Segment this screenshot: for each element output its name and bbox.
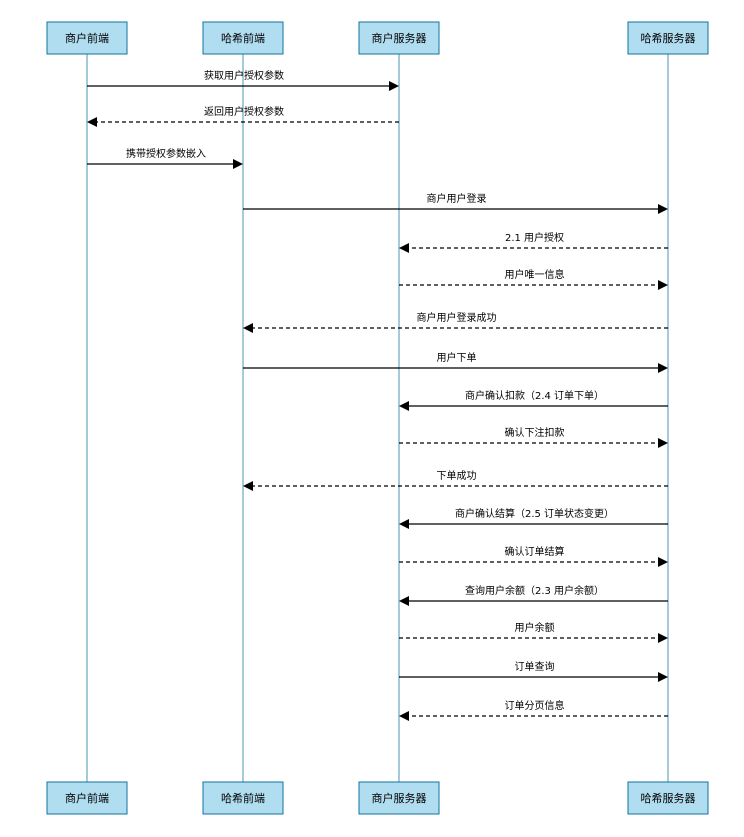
message-10: 确认下注扣款	[399, 426, 668, 448]
message-label: 携带授权参数嵌入	[126, 147, 206, 160]
actor-label: 哈希服务器	[641, 791, 696, 805]
arrowhead-icon	[399, 519, 409, 529]
actor-label: 哈希服务器	[641, 31, 696, 45]
message-11: 下单成功	[243, 470, 668, 491]
message-label: 确认下注扣款	[505, 426, 565, 439]
actor-label: 商户服务器	[372, 791, 427, 805]
actor-merchant-server-top: 商户服务器	[358, 21, 440, 55]
message-16: 订单查询	[399, 660, 668, 682]
actor-label: 商户前端	[65, 791, 109, 805]
arrowhead-icon	[658, 633, 668, 643]
actor-haxi-server-bottom: 哈希服务器	[627, 781, 709, 815]
message-label: 查询用户余额（2.3 用户余额）	[465, 584, 604, 597]
arrowhead-icon	[658, 280, 668, 290]
arrowhead-icon	[399, 711, 409, 721]
arrowhead-icon	[658, 557, 668, 567]
message-label: 商户确认扣款（2.4 订单下单）	[465, 389, 604, 402]
actor-box	[46, 21, 128, 55]
actor-label: 哈希前端	[221, 791, 265, 805]
actor-box	[202, 781, 284, 815]
message-label: 2.1 用户授权	[505, 231, 564, 244]
actor-box	[627, 781, 709, 815]
message-17: 订单分页信息	[399, 699, 668, 721]
message-label: 订单分页信息	[505, 699, 565, 712]
message-label: 商户确认结算（2.5 订单状态变更）	[455, 507, 614, 520]
lifelines	[86, 54, 669, 782]
actor-label: 商户服务器	[372, 31, 427, 45]
message-3: 携带授权参数嵌入	[87, 147, 243, 169]
message-14: 查询用户余额（2.3 用户余额）	[399, 584, 668, 606]
actor-box	[202, 21, 284, 55]
arrowhead-icon	[233, 159, 243, 169]
arrowhead-icon	[658, 672, 668, 682]
message-4: 商户用户登录	[243, 192, 668, 214]
message-8: 用户下单	[243, 351, 668, 373]
message-label: 用户唯一信息	[505, 268, 565, 281]
message-label: 下单成功	[437, 470, 477, 482]
actor-label: 商户前端	[65, 31, 109, 45]
actor-box	[358, 781, 440, 815]
actor-haxi-frontend-top: 哈希前端	[202, 21, 284, 55]
message-2: 返回用户授权参数	[87, 105, 399, 127]
arrowhead-icon	[87, 117, 97, 127]
arrowhead-icon	[658, 438, 668, 448]
message-label: 用户下单	[437, 351, 477, 364]
arrowhead-icon	[389, 81, 399, 91]
arrowhead-icon	[658, 363, 668, 373]
message-label: 确认订单结算	[505, 545, 565, 558]
arrowhead-icon	[399, 401, 409, 411]
arrowhead-icon	[243, 481, 253, 491]
actor-label: 哈希前端	[221, 31, 265, 45]
arrowhead-icon	[243, 323, 253, 333]
message-13: 确认订单结算	[399, 545, 668, 567]
actor-haxi-server-top: 哈希服务器	[627, 21, 709, 55]
message-12: 商户确认结算（2.5 订单状态变更）	[399, 507, 668, 529]
message-label: 用户余额	[515, 621, 555, 634]
message-9: 商户确认扣款（2.4 订单下单）	[399, 389, 668, 411]
message-label: 获取用户授权参数	[204, 69, 284, 82]
message-6: 用户唯一信息	[399, 268, 668, 290]
message-label: 商户用户登录成功	[417, 311, 497, 324]
actor-merchant-server-bottom: 商户服务器	[358, 781, 440, 815]
message-15: 用户余额	[399, 621, 668, 643]
actor-box	[358, 21, 440, 55]
actor-box	[46, 781, 128, 815]
actor-merchant-frontend-bottom: 商户前端	[46, 781, 128, 815]
actor-merchant-frontend-top: 商户前端	[46, 21, 128, 55]
message-label: 商户用户登录	[427, 192, 487, 205]
arrowhead-icon	[658, 204, 668, 214]
message-label: 返回用户授权参数	[204, 105, 284, 118]
arrowhead-icon	[399, 596, 409, 606]
actor-box	[627, 21, 709, 55]
message-5: 2.1 用户授权	[399, 231, 668, 253]
message-label: 订单查询	[515, 660, 555, 673]
arrowhead-icon	[399, 243, 409, 253]
message-7: 商户用户登录成功	[243, 311, 668, 333]
message-1: 获取用户授权参数	[87, 69, 399, 91]
actor-haxi-frontend-bottom: 哈希前端	[202, 781, 284, 815]
